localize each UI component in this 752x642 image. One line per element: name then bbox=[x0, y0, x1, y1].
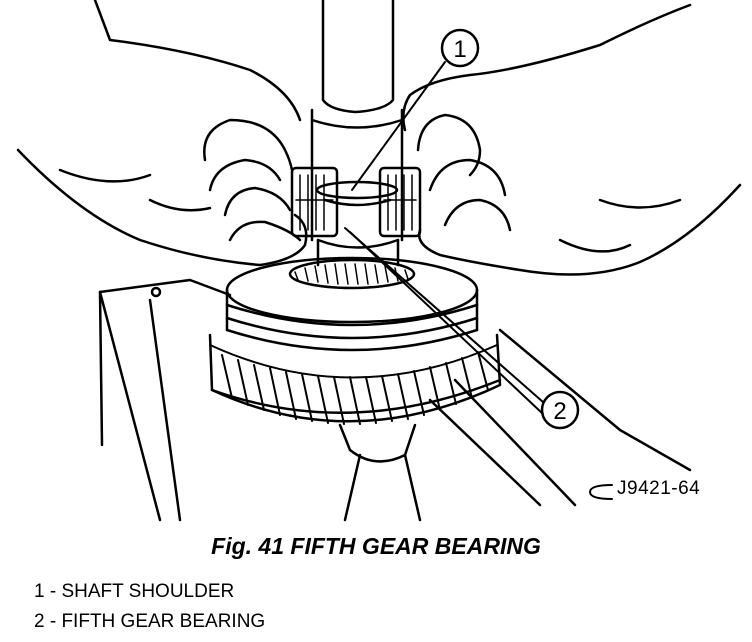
figure-reference-code: J9421-64 bbox=[617, 478, 701, 499]
callout-1-number: 1 bbox=[453, 36, 466, 63]
legend-item-fifth-gear-bearing: 2 - FIFTH GEAR BEARING bbox=[34, 611, 266, 632]
callout-1: 1 bbox=[351, 28, 480, 191]
fifth-gear-bearing-illustration: 1 2 bbox=[16, 0, 742, 522]
reference-mark bbox=[589, 484, 613, 500]
legend-item-shaft-shoulder: 1 - SHAFT SHOULDER bbox=[34, 581, 235, 602]
fifth-gear bbox=[208, 256, 502, 522]
callout-2-number: 2 bbox=[553, 398, 566, 425]
right-hand bbox=[402, 3, 742, 276]
bench-block bbox=[98, 278, 692, 522]
left-hand bbox=[16, 0, 308, 267]
mainshaft bbox=[310, 0, 404, 267]
figure-caption: Fig. 41 FIFTH GEAR BEARING bbox=[211, 533, 541, 559]
fifth-gear-bearing bbox=[290, 166, 422, 238]
callout-2: 2 bbox=[344, 227, 580, 430]
